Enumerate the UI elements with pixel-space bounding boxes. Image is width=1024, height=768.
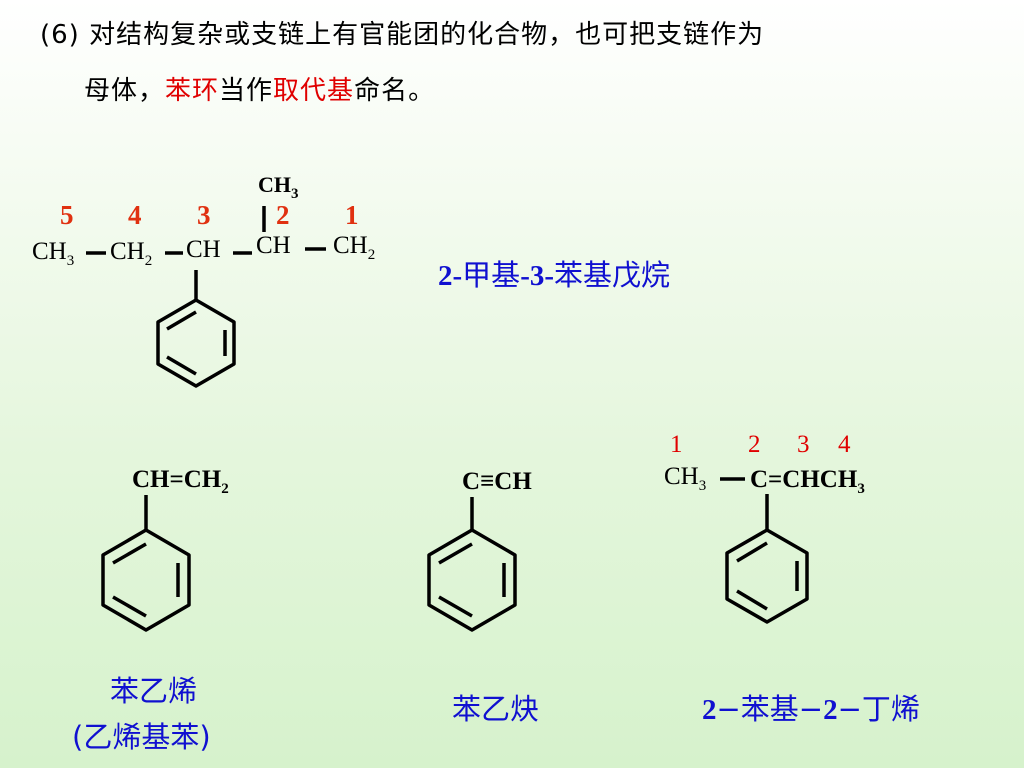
atom-label: CH [32,238,67,265]
bond [112,595,147,618]
bond [112,542,147,565]
bond [736,589,768,611]
name-part: 2- [438,260,463,292]
bond [166,355,197,376]
intro-line-1: (6) 对结构复杂或支链上有官能团的化合物，也可把支链作为 [40,20,765,50]
highlight-substituent: 取代基 [273,76,355,106]
subscript: 2 [221,481,229,497]
ch-group-2: CH [256,232,291,259]
compound-name-1: 2-甲基-3-苯基戊烷 [438,252,670,294]
subscript: 3 [857,481,865,497]
ch-group-3: CH [186,236,221,263]
intro-line-2: 母体，苯环当作取代基命名。 [84,70,435,107]
bond [438,542,473,565]
compound-name-2: 苯乙烯 [110,674,198,708]
intro-text: 母体， [84,76,166,106]
butene-chain: C=CHCH3 [750,466,865,497]
intro-text: 命名。 [354,76,436,106]
name-part: −丁烯 [837,692,920,726]
name-part: 苯基戊烷 [554,258,671,292]
subscript: 3 [291,186,299,202]
carbon-number-2: 2 [276,200,290,230]
carbon-number-4: 4 [838,431,851,458]
atom-label: CH [258,172,291,197]
ch3-group: CH3 [664,463,707,494]
bond [166,310,197,331]
name-part: 甲基 [462,258,521,292]
ethynyl-formula: C≡CH [462,468,532,495]
atom-label: CH [333,232,368,259]
atom-label: C=CHCH [750,466,858,493]
carbon-number-1: 1 [670,431,683,458]
benzene-ring [156,298,236,388]
intro-text: 当作 [219,76,274,106]
atom-label: CH [110,238,145,265]
atom-label: CH=CH [132,466,222,493]
subscript: 2 [367,247,376,263]
carbon-number-3: 3 [797,431,810,458]
name-part: 2 [702,694,717,726]
carbon-number-3: 3 [197,200,211,230]
carbon-number-4: 4 [128,200,142,230]
carbon-number-1: 1 [345,200,359,230]
benzene-ring [725,528,809,624]
name-part: −苯基− [716,692,824,726]
ch3-group: CH3 [32,238,75,269]
subscript: 2 [144,253,153,269]
subscript: 3 [66,253,75,269]
name-part: -3- [520,260,555,292]
ch2-end-group: CH2 [333,232,376,263]
carbon-number-2: 2 [748,431,761,458]
name-part: 2 [823,694,838,726]
compound-name-2-alt: (乙烯基苯) [72,720,211,754]
benzene-ring [101,528,191,632]
highlight-benzene-ring: 苯环 [165,76,220,106]
subscript: 3 [698,478,707,494]
compound-name-4: 2−苯基−2−丁烯 [702,686,920,728]
ch2-group: CH2 [110,238,153,269]
benzene-ring [427,528,517,632]
carbon-number-5: 5 [60,200,74,230]
atom-label: CH [664,463,699,490]
compound-name-3: 苯乙炔 [452,692,540,726]
bond [736,541,768,563]
vinyl-formula: CH=CH2 [132,466,229,497]
methyl-branch: CH3 [258,172,299,202]
bond [438,595,473,618]
